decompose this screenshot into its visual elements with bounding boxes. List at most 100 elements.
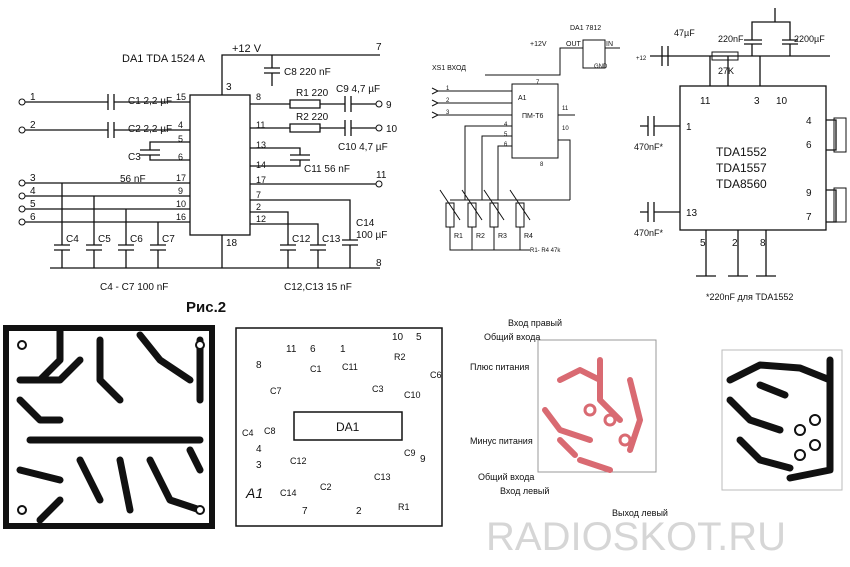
cap-c2 bbox=[25, 122, 190, 138]
cap-c5 bbox=[86, 196, 102, 268]
svg-text:C4: C4 bbox=[242, 428, 254, 438]
resistor-r2 bbox=[467, 202, 477, 228]
svg-text:R3: R3 bbox=[498, 233, 507, 240]
svg-text:12: 12 bbox=[256, 214, 266, 224]
cap-c8 bbox=[264, 55, 280, 86]
svg-text:C3: C3 bbox=[128, 152, 141, 163]
svg-text:OUT: OUT bbox=[566, 41, 582, 48]
svg-text:27K: 27K bbox=[718, 66, 734, 76]
svg-text:6: 6 bbox=[310, 344, 316, 355]
regulator-7812 bbox=[582, 39, 606, 69]
r1-c9-path bbox=[250, 96, 376, 112]
cap-c14 bbox=[250, 199, 358, 268]
svg-text:R4: R4 bbox=[524, 233, 533, 240]
svg-text:C9: C9 bbox=[404, 448, 416, 458]
svg-text:C10 4,7 µF: C10 4,7 µF bbox=[338, 142, 388, 153]
chip-tda1552 bbox=[679, 85, 827, 231]
svg-text:7: 7 bbox=[806, 212, 812, 223]
cap-220nf-2200uf bbox=[744, 8, 798, 56]
svg-text:11: 11 bbox=[286, 344, 297, 355]
input-connector bbox=[431, 87, 440, 119]
svg-text:10: 10 bbox=[776, 96, 788, 107]
input-terminal-4 bbox=[18, 192, 26, 200]
svg-text:C7: C7 bbox=[162, 234, 175, 245]
chip-title: DA1 TDA 1524 A bbox=[122, 53, 206, 65]
cap-input-2 bbox=[640, 202, 680, 222]
svg-text:6: 6 bbox=[504, 142, 508, 148]
svg-text:Выход левый: Выход левый bbox=[612, 508, 668, 518]
resistor-r3 bbox=[489, 202, 499, 228]
svg-text:2: 2 bbox=[446, 98, 450, 104]
svg-text:470nF*: 470nF* bbox=[634, 142, 664, 152]
input-terminal-6 bbox=[18, 218, 26, 226]
svg-text:9: 9 bbox=[178, 186, 183, 196]
resistor-r1 bbox=[445, 202, 455, 228]
pcb-traces-right bbox=[721, 349, 843, 491]
input-terminal-2 bbox=[18, 126, 26, 134]
chip-da1 bbox=[189, 94, 251, 236]
svg-text:4: 4 bbox=[806, 116, 812, 127]
schematic-tda1552: TDA1552 TDA1557 TDA8560 47µF +12 27K 220… bbox=[634, 8, 847, 302]
svg-text:10: 10 bbox=[562, 126, 569, 132]
svg-text:C4: C4 bbox=[66, 234, 79, 245]
svg-text:7: 7 bbox=[536, 80, 540, 86]
svg-text:4: 4 bbox=[256, 444, 262, 455]
svg-text:TDA8560: TDA8560 bbox=[716, 177, 767, 191]
svg-text:R1- R4 47k: R1- R4 47k bbox=[530, 248, 561, 254]
svg-text:DA1 7812: DA1 7812 bbox=[570, 25, 601, 32]
svg-text:C10: C10 bbox=[404, 390, 421, 400]
svg-text:100 µF: 100 µF bbox=[356, 230, 387, 241]
svg-text:C4 - C7 100 nF: C4 - C7 100 nF bbox=[100, 282, 168, 293]
svg-text:5: 5 bbox=[504, 132, 508, 138]
svg-text:C13: C13 bbox=[322, 234, 341, 245]
svg-text:R2: R2 bbox=[476, 233, 485, 240]
svg-text:14: 14 bbox=[256, 160, 266, 170]
svg-text:4: 4 bbox=[178, 120, 183, 130]
svg-text:17: 17 bbox=[176, 173, 186, 183]
svg-text:3: 3 bbox=[754, 96, 760, 107]
svg-text:6: 6 bbox=[178, 152, 183, 162]
svg-text:C11 56 nF: C11 56 nF bbox=[304, 164, 350, 175]
pcb-traces-left bbox=[3, 325, 215, 529]
svg-text:3: 3 bbox=[256, 460, 262, 471]
input-terminal-1 bbox=[18, 98, 26, 106]
svg-text:Общий входа: Общий входа bbox=[484, 332, 540, 342]
svg-text:R1: R1 bbox=[454, 233, 463, 240]
svg-text:A1: A1 bbox=[518, 95, 527, 102]
svg-text:8: 8 bbox=[760, 238, 766, 249]
svg-text:C8 220 nF: C8 220 nF bbox=[284, 67, 331, 78]
svg-text:3: 3 bbox=[226, 82, 232, 93]
svg-text:TDA1552: TDA1552 bbox=[716, 145, 767, 159]
svg-text:TDA1557: TDA1557 bbox=[716, 161, 767, 175]
svg-text:DA1: DA1 bbox=[336, 420, 360, 434]
svg-text:3: 3 bbox=[30, 173, 36, 184]
watermark: RADIOSKOT.RU bbox=[486, 515, 786, 559]
svg-text:9: 9 bbox=[806, 188, 812, 199]
svg-text:5: 5 bbox=[700, 238, 706, 249]
cap-c7 bbox=[150, 222, 166, 268]
svg-text:11: 11 bbox=[700, 96, 711, 107]
svg-text:10: 10 bbox=[176, 199, 186, 209]
svg-text:1: 1 bbox=[686, 122, 692, 133]
resistor-r4 bbox=[515, 202, 525, 228]
svg-text:6: 6 bbox=[30, 212, 36, 223]
svg-text:C11: C11 bbox=[342, 362, 358, 372]
svg-text:7: 7 bbox=[376, 42, 382, 53]
svg-text:R1 220: R1 220 bbox=[296, 88, 329, 99]
pcb-component-side: DA1 A1 11 6 1 10 5 8 7 2 3 4 9 C1 C2 C3 … bbox=[235, 327, 443, 527]
chip-da1-outline bbox=[293, 411, 403, 441]
svg-text:+12V: +12V bbox=[530, 41, 547, 48]
svg-text:11: 11 bbox=[256, 120, 265, 130]
speaker-1 bbox=[833, 117, 847, 153]
svg-text:C6: C6 bbox=[430, 370, 442, 380]
svg-text:C12,C13 15 nF: C12,C13 15 nF bbox=[284, 282, 352, 293]
svg-text:*220nF для TDA1552: *220nF для TDA1552 bbox=[706, 292, 793, 302]
svg-text:11: 11 bbox=[376, 170, 387, 181]
svg-text:R2: R2 bbox=[394, 352, 406, 362]
svg-text:C1: C1 bbox=[310, 364, 322, 374]
svg-text:5: 5 bbox=[30, 199, 36, 210]
svg-text:2200µF: 2200µF bbox=[794, 34, 825, 44]
cap-input-1 bbox=[640, 116, 680, 136]
cap-47uf bbox=[661, 46, 669, 66]
